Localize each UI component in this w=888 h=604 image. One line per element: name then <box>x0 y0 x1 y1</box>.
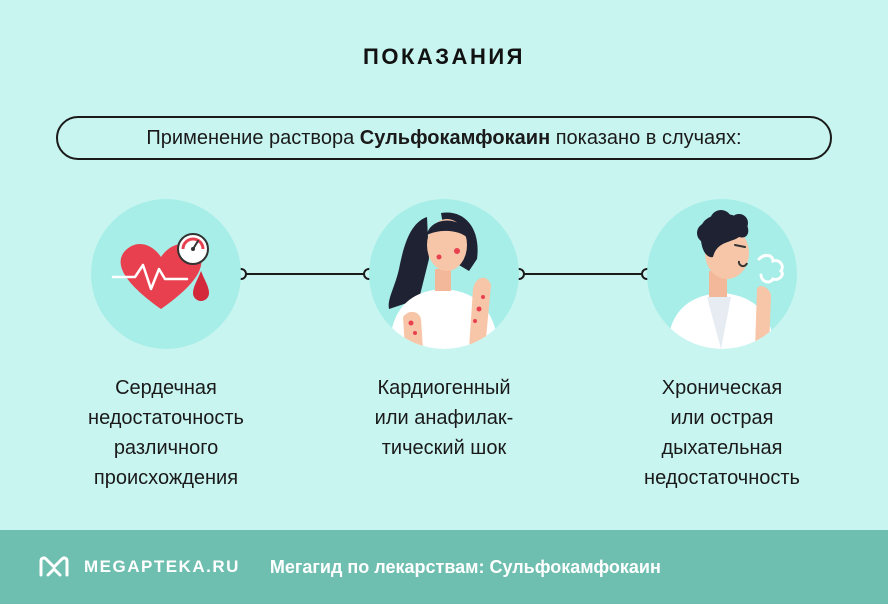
man-breathing-icon <box>667 210 784 349</box>
indication-2-caption: Кардиогенный или анафилак- тический шок <box>324 373 564 463</box>
caption-line: недостаточность <box>644 467 800 489</box>
caption-line: Сердечная <box>115 377 217 399</box>
footer-caption: Мегагид по лекарствам: Сульфокамфокаин <box>269 556 661 577</box>
intro-text-after: показано в случаях: <box>550 126 742 149</box>
brand-logo[interactable]: MEGAPTEKA.RU <box>38 555 240 579</box>
brand-name: MEGAPTEKA.RU <box>84 557 240 576</box>
woman-rash-icon <box>388 212 499 349</box>
intro-banner: Применение раствора Сульфокамфокаин пока… <box>56 116 832 160</box>
caption-line: Кардиогенный <box>377 377 511 399</box>
caption-line: или острая <box>670 407 774 429</box>
indication-1-illustration <box>91 199 241 349</box>
caption-line: различного <box>113 437 219 459</box>
footer-bar: MEGAPTEKA.RU Мегагид по лекарствам: Суль… <box>0 530 888 604</box>
caption-line: происхождения <box>93 467 239 489</box>
intro-drug-name: Сульфокамфокаин <box>359 126 551 149</box>
indication-3-caption: Хроническая или острая дыхательная недос… <box>602 373 842 493</box>
caption-line: недостаточность <box>88 407 244 429</box>
connector-line-2 <box>524 273 642 275</box>
caption-line: Хроническая <box>661 377 783 399</box>
caption-line: тический шок <box>381 437 507 459</box>
page-title: ПОКАЗАНИЯ <box>363 44 525 69</box>
indication-1-caption: Сердечная недостаточность различного про… <box>46 373 286 493</box>
intro-text-before: Применение раствора <box>146 126 360 149</box>
indication-3-illustration <box>647 199 797 349</box>
connector-line-1 <box>246 273 364 275</box>
indication-2-illustration <box>369 199 519 349</box>
heart-icon <box>111 233 209 309</box>
caption-line: дыхательная <box>661 437 783 459</box>
caption-line: или анафилак- <box>374 407 514 429</box>
megapteka-logo-icon <box>39 556 69 577</box>
